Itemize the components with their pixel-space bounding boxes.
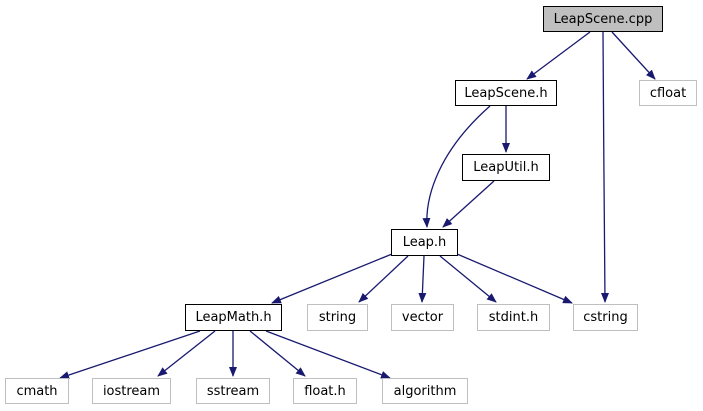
node-leap-h[interactable]: Leap.h xyxy=(391,229,458,256)
node-string: string xyxy=(307,304,368,331)
edge-leapscene-cpp-to-leapscene-h xyxy=(526,31,591,80)
node-cfloat: cfloat xyxy=(639,80,697,106)
edge-leapscene-cpp-to-cstring xyxy=(600,31,609,303)
edge-leap-h-to-vector xyxy=(418,255,427,303)
edge-leapscene-h-to-leap-h xyxy=(422,105,491,228)
node-leapscene-h[interactable]: LeapScene.h xyxy=(455,80,557,106)
node-leapscene-cpp: LeapScene.cpp xyxy=(543,6,663,32)
node-vector: vector xyxy=(391,304,454,331)
node-cmath: cmath xyxy=(5,378,69,404)
node-stdint-h: stdint.h xyxy=(477,304,550,331)
edge-leap-h-to-stdint-h xyxy=(439,255,497,303)
edge-leaputil-h-to-leap-h xyxy=(442,180,495,228)
edge-leapmath-h-to-iostream xyxy=(157,330,216,377)
node-leapmath-h[interactable]: LeapMath.h xyxy=(185,304,282,331)
edge-leapmath-h-to-algorithm xyxy=(265,330,391,379)
edge-leap-h-to-string xyxy=(358,255,409,303)
edge-leapmath-h-to-float-h xyxy=(249,330,306,377)
node-algorithm: algorithm xyxy=(382,378,468,404)
edge-leap-h-to-cstring xyxy=(456,253,573,304)
node-sstream: sstream xyxy=(196,378,270,404)
edge-leapscene-cpp-to-cfloat xyxy=(611,31,656,80)
node-leaputil-h[interactable]: LeapUtil.h xyxy=(462,154,550,181)
node-float-h: float.h xyxy=(293,378,357,404)
node-iostream: iostream xyxy=(92,378,171,404)
node-cstring: cstring xyxy=(573,304,638,331)
edge-leap-h-to-leapmath-h xyxy=(271,253,393,304)
edge-leapmath-h-to-cmath xyxy=(59,330,201,379)
